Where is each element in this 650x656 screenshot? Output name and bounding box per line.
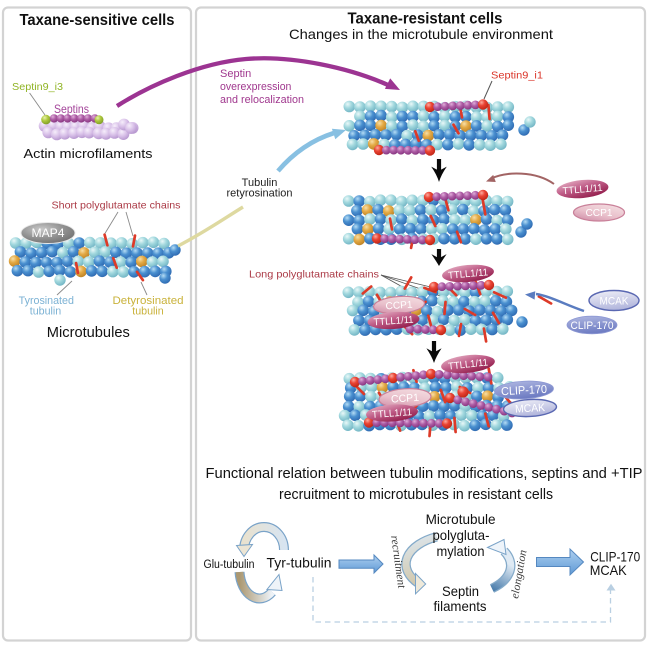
svg-text:Septin9_i3: Septin9_i3 — [12, 82, 63, 93]
svg-text:CCP1: CCP1 — [385, 300, 413, 313]
svg-text:recruitment to microtubules in: recruitment to microtubules in resistant… — [279, 487, 553, 503]
svg-text:TTLL1/11: TTLL1/11 — [562, 183, 603, 197]
svg-text:retyrosination: retyrosination — [227, 188, 293, 200]
svg-text:filaments: filaments — [434, 598, 487, 614]
svg-text:Taxane-sensitive cells: Taxane-sensitive cells — [20, 12, 175, 29]
svg-text:MCAK: MCAK — [590, 562, 628, 578]
svg-text:Septin9_i1: Septin9_i1 — [491, 70, 543, 82]
svg-text:Changes in the microtubule env: Changes in the microtubule environment — [289, 26, 553, 42]
svg-text:Functional relation between tu: Functional relation between tubulin modi… — [206, 466, 643, 482]
svg-text:mylation: mylation — [437, 543, 485, 559]
svg-text:MCAK: MCAK — [515, 402, 546, 416]
svg-text:TTLL1/11: TTLL1/11 — [373, 315, 414, 329]
svg-text:TTLL1/11: TTLL1/11 — [448, 267, 489, 281]
svg-text:Glu-tubulin: Glu-tubulin — [204, 559, 255, 571]
svg-text:CLIP-170: CLIP-170 — [501, 384, 548, 398]
svg-text:TTLL1/11: TTLL1/11 — [448, 357, 489, 372]
svg-text:Tubulin: Tubulin — [242, 177, 278, 189]
svg-text:Long polyglutamate chains: Long polyglutamate chains — [249, 269, 379, 281]
svg-text:Tyr-tubulin: Tyr-tubulin — [267, 555, 332, 571]
svg-text:Tyrosinated: Tyrosinated — [19, 295, 74, 307]
svg-text:overexpression: overexpression — [220, 81, 291, 93]
svg-text:and relocalization: and relocalization — [220, 94, 304, 106]
svg-text:CCP1: CCP1 — [586, 208, 613, 219]
svg-text:CCP1: CCP1 — [391, 392, 420, 406]
svg-text:Actin microfilaments: Actin microfilaments — [24, 146, 154, 161]
svg-text:polygluta-: polygluta- — [433, 527, 490, 543]
svg-text:Microtubule: Microtubule — [426, 511, 496, 527]
svg-text:MAP4: MAP4 — [32, 228, 66, 240]
svg-text:CLIP-170: CLIP-170 — [571, 320, 614, 332]
svg-text:Septins: Septins — [54, 103, 89, 116]
svg-text:MCAK: MCAK — [600, 295, 630, 307]
svg-text:CLIP-170: CLIP-170 — [590, 549, 640, 565]
svg-text:Short polyglutamate chains: Short polyglutamate chains — [52, 201, 181, 212]
svg-text:tubulin: tubulin — [30, 306, 62, 318]
svg-text:Septin: Septin — [220, 68, 251, 80]
svg-text:Microtubules: Microtubules — [47, 325, 130, 341]
svg-text:Taxane-resistant cells: Taxane-resistant cells — [348, 11, 503, 28]
svg-text:tubulin: tubulin — [132, 306, 164, 318]
svg-text:Detyrosinated: Detyrosinated — [113, 295, 184, 307]
svg-text:Septin: Septin — [442, 583, 479, 599]
svg-text:TTLL1/11: TTLL1/11 — [372, 407, 413, 421]
